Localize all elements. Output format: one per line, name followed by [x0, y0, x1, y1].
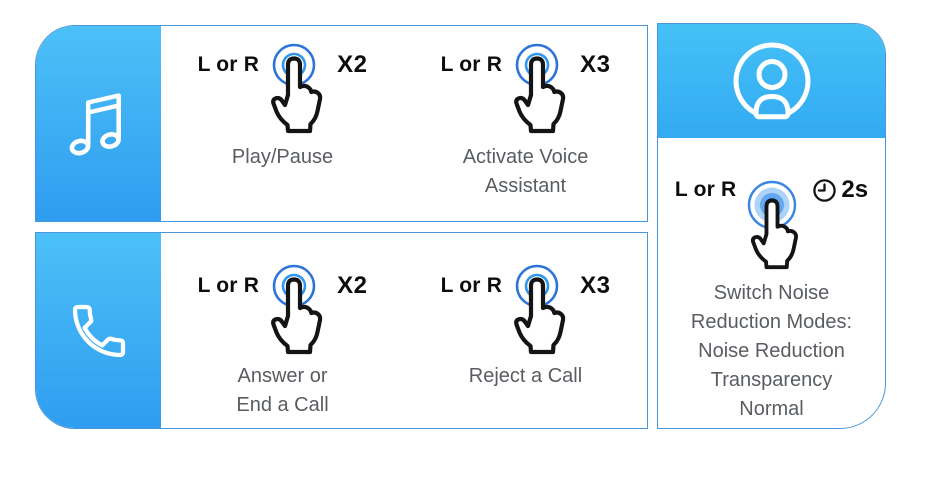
calls-panel-content: L or R X2 Answer or End a Call L or R — [161, 233, 647, 428]
tap-count: X2 — [337, 51, 368, 78]
side-label: L or R — [674, 178, 737, 201]
noise-panel-icon-cell — [658, 24, 885, 138]
gesture-group-reject: L or R X3 Reject a Call — [404, 233, 647, 428]
music-panel: L or R X2 Play/Pause L or R — [35, 25, 648, 222]
calls-panel: L or R X2 Answer or End a Call L or R — [35, 232, 648, 429]
gesture-group-play-pause: L or R X2 Play/Pause — [161, 26, 404, 221]
phone-icon — [72, 304, 125, 357]
action-label: Play/Pause — [231, 146, 334, 168]
noise-mode-panel: L or R 2s Switch Noise Reduction Modes: … — [657, 23, 886, 429]
gesture-row: L or R X2 — [198, 262, 368, 358]
tap-icon — [267, 264, 329, 358]
tap-count: X2 — [337, 272, 368, 299]
gesture-row: L or R X3 — [441, 262, 611, 358]
action-label: Answer or End a Call — [236, 365, 329, 416]
side-label: L or R — [440, 53, 503, 76]
tap-count: X3 — [580, 272, 611, 299]
side-label: L or R — [440, 274, 503, 297]
side-label: L or R — [197, 274, 260, 297]
music-note-icon — [69, 92, 121, 155]
gesture-group-voice-assistant: L or R X3 Activate Voice Assistant — [404, 26, 647, 221]
tap-icon — [510, 264, 572, 358]
gesture-row: L or R X3 — [441, 41, 611, 137]
hold-duration: 2s — [812, 175, 868, 205]
gesture-row: L or R X2 — [198, 41, 368, 137]
music-panel-icon-cell — [36, 26, 161, 221]
press-hold-icon — [748, 180, 799, 270]
user-icon — [733, 42, 810, 120]
action-label: Switch Noise Reduction Modes: Noise Redu… — [690, 282, 853, 420]
side-label: L or R — [197, 53, 260, 76]
music-panel-content: L or R X2 Play/Pause L or R — [161, 26, 647, 221]
tap-icon — [510, 43, 572, 137]
gesture-row-hold: L or R 2s — [658, 175, 885, 275]
action-label: Activate Voice Assistant — [462, 146, 589, 197]
action-label: Reject a Call — [468, 365, 583, 387]
tap-icon — [267, 43, 329, 137]
gesture-group-answer-end: L or R X2 Answer or End a Call — [161, 233, 404, 428]
calls-panel-icon-cell — [36, 233, 161, 428]
clock-icon — [813, 178, 837, 202]
tap-count: X3 — [580, 51, 611, 78]
duration-label: 2s — [841, 176, 869, 203]
